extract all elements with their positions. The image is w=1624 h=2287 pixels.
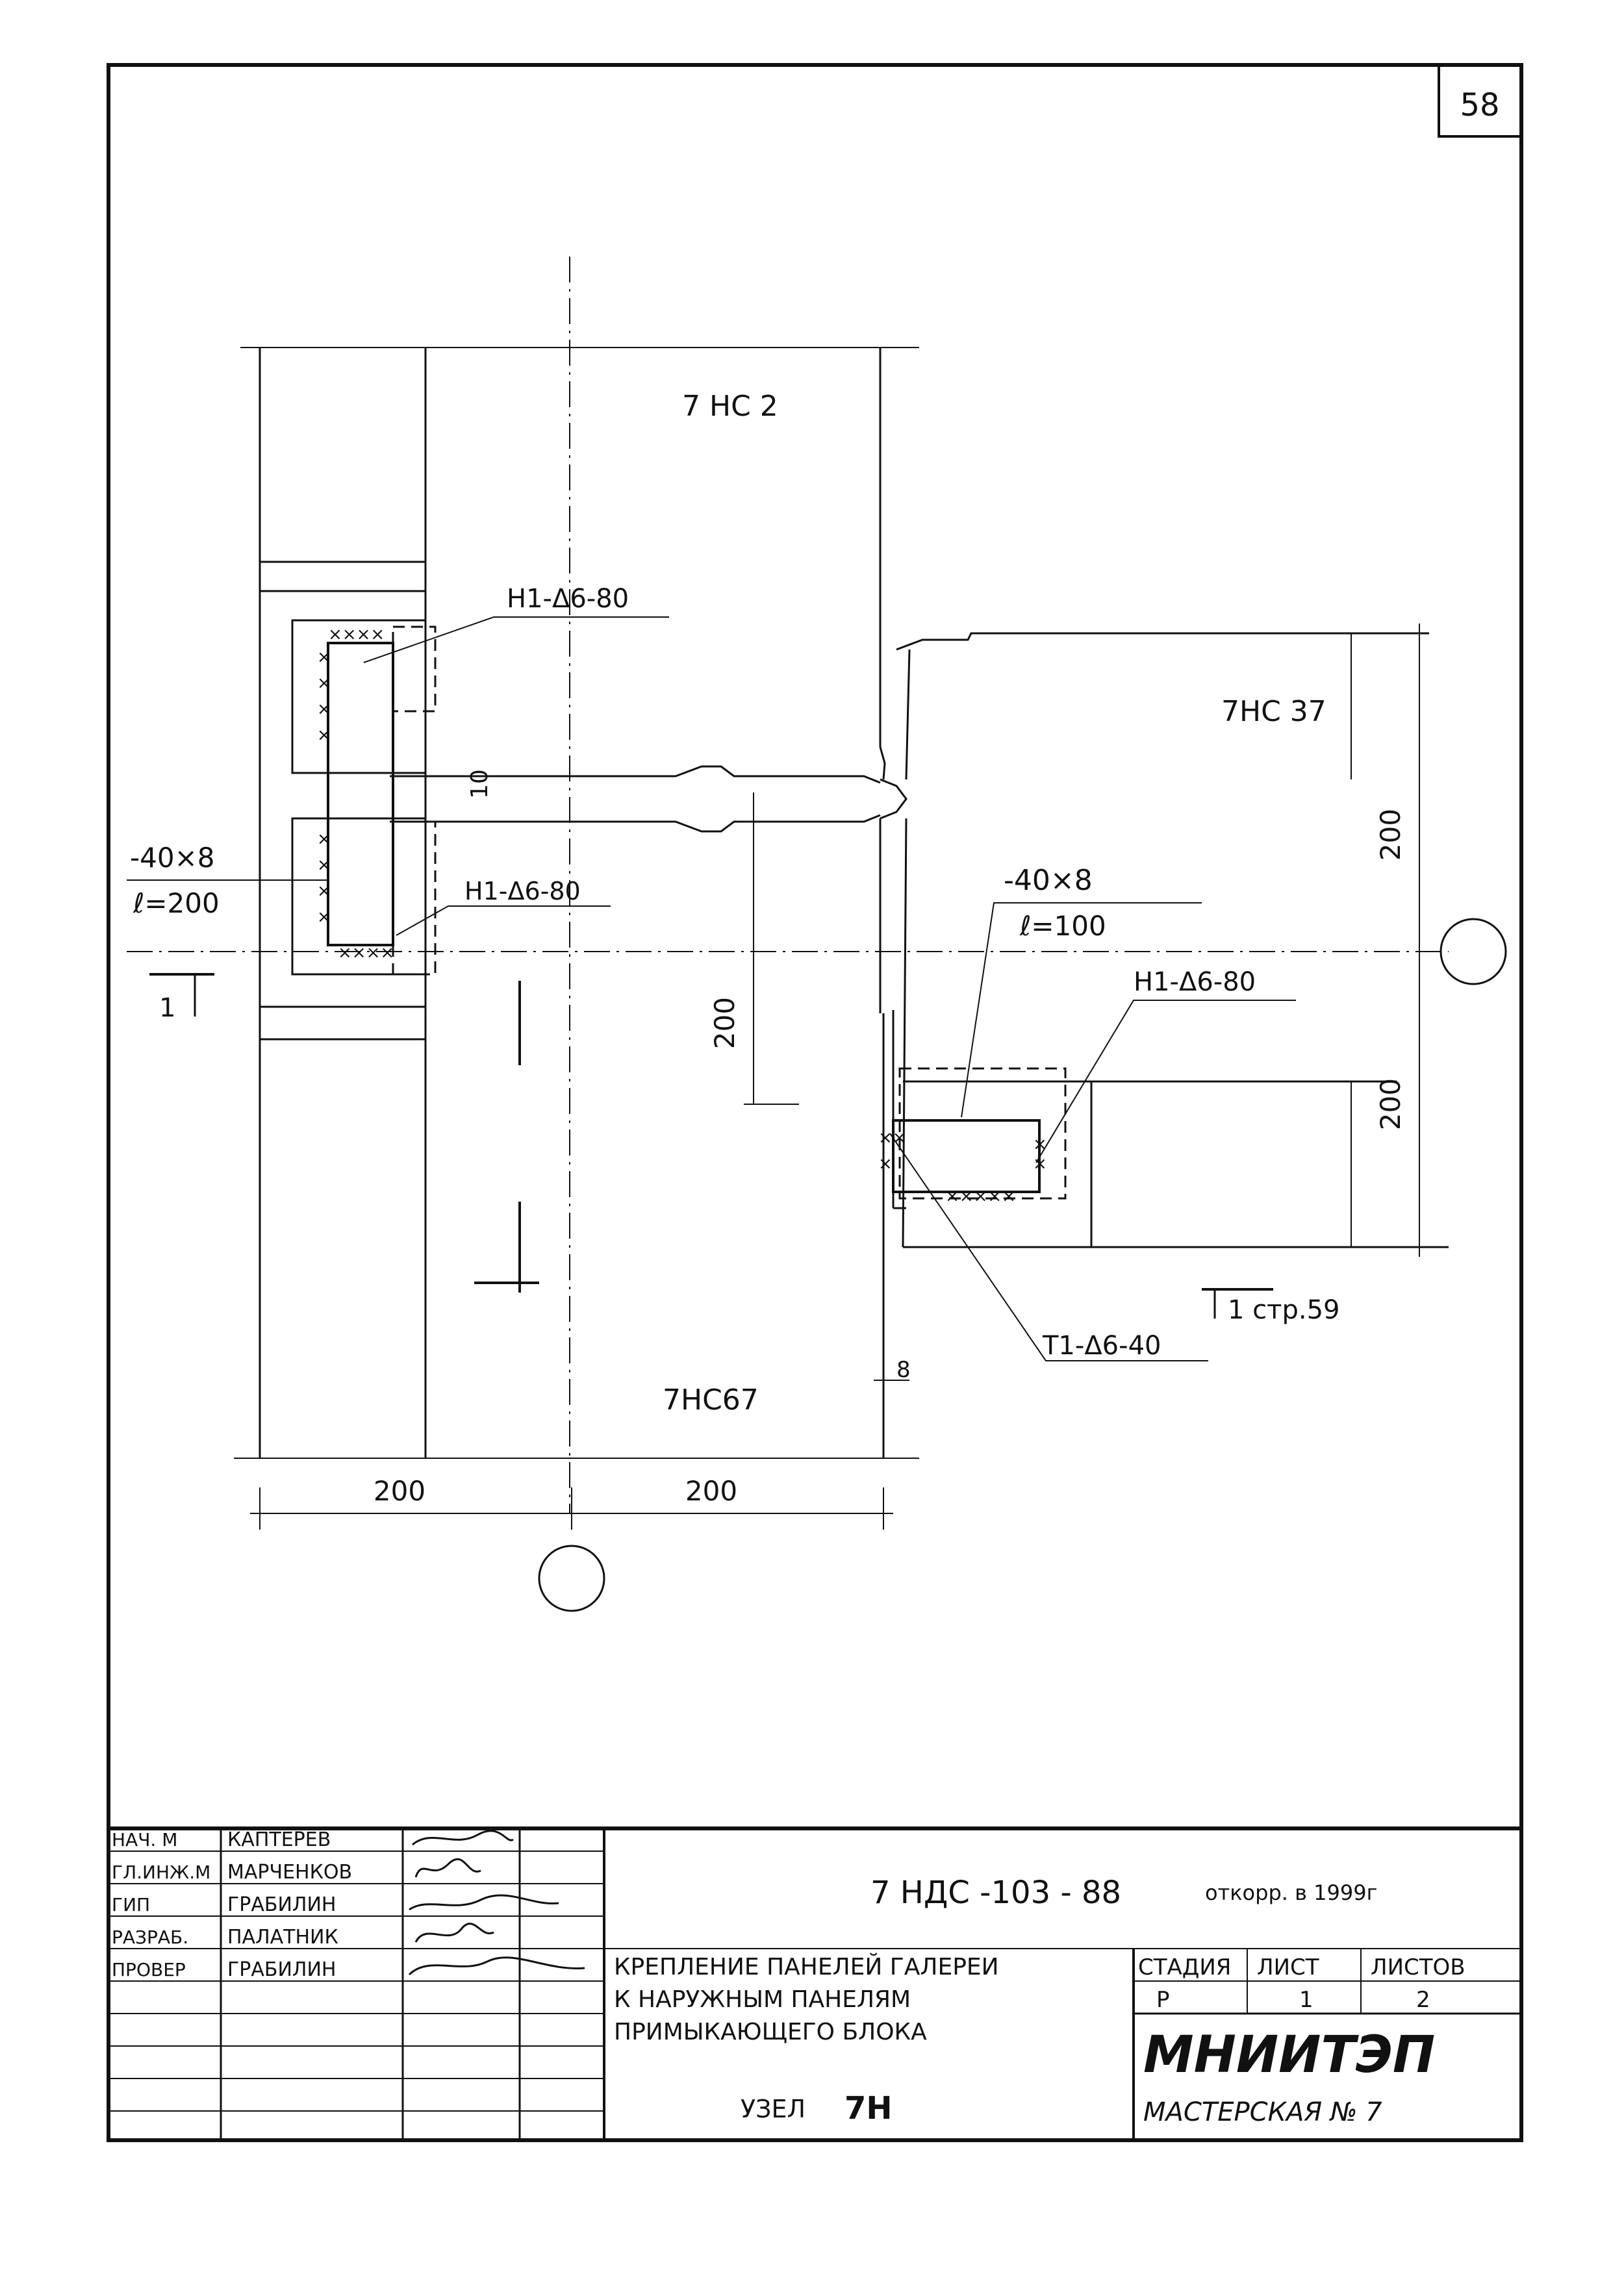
weld-marks: ×××× ×××× ×××× ×××× ××× ×× ××××× [317,625,1047,1206]
role-5: ПРОВЕР [112,1959,186,1980]
svg-text:××××: ×××× [338,943,394,963]
name-2: МАРЧЕНКОВ [227,1861,352,1884]
sheet-value: 1 [1299,1987,1313,2013]
plate-left [327,642,394,946]
panel-7hc37: 7НС 37 [892,632,1449,1248]
stage-value: Р [1156,1987,1170,2013]
axis-bubble-bottom [538,1545,605,1612]
panel-7hc67: 7НС67 [663,818,885,1458]
node-label: УЗЕЛ [741,2095,806,2123]
svg-text:×××××: ××××× [945,1187,1016,1206]
callout-h1-right: Н1-Δ6-80 [1134,967,1256,997]
callouts: Н1-Δ6-80 Н1-Δ6-80 -40×8 ℓ=200 -40×8 ℓ=10… [127,584,1339,1361]
svg-text:×: × [317,700,331,719]
sheet-number-box: 58 [1438,64,1523,138]
org-name: МНИИТЭП [1143,2026,1435,2084]
panel-label-bottom: 7НС67 [663,1384,759,1417]
sheet-header: ЛИСТ [1257,1954,1319,1980]
svg-text:×: × [317,881,331,901]
role-3: ГИП [112,1894,150,1915]
doc-note: откорр. в 1999г [1205,1880,1377,1905]
role-2: ГЛ.ИНЖ.М [112,1862,210,1883]
sheets-header: ЛИСТОВ [1371,1954,1465,1980]
svg-text:×: × [317,829,331,849]
gallery-joint: 10 [390,765,907,833]
section-cut-marks [474,981,539,1293]
signatures [408,1830,585,1976]
gap-label: 10 [466,769,493,799]
svg-text:×: × [317,726,331,745]
title-line-1: КРЕПЛЕНИЕ ПАНЕЛЕЙ ГАЛЕРЕИ [614,1953,999,1980]
sheet-frame [107,63,1523,2142]
dim-right-lower: 200 [1375,1078,1406,1130]
axis-bubble-right [1440,918,1507,985]
title-line-3: ПРИМЫКАЮЩЕГО БЛОКА [614,2019,927,2045]
svg-text:×: × [317,674,331,693]
panel-7hc2: 7 НС 2 [682,347,886,780]
svg-text:×: × [1033,1154,1047,1174]
section-mark-left: 1 [159,993,175,1023]
workshop: МАСТЕРСКАЯ № 7 [1143,2097,1382,2127]
stage-header: СТАДИЯ [1138,1954,1231,1980]
sheets-value: 2 [1416,1987,1430,2013]
plate-right-length: ℓ=100 [1019,910,1106,942]
name-4: ПАЛАТНИК [227,1926,338,1949]
axis-lines [127,257,1507,1612]
sheet-number: 58 [1460,87,1499,123]
dim-bottom-right: 200 [685,1475,737,1507]
role-4: РАЗРАБ. [112,1927,188,1948]
embedded-parts-dashed [392,625,1067,1200]
dim-gap-small: 8 [896,1357,911,1383]
name-3: ГРАБИЛИН [227,1893,336,1916]
dim-bottom-left: 200 [374,1475,425,1507]
callout-t1: Т1-Δ6-40 [1042,1331,1161,1361]
role-1: НАЧ. М [112,1829,177,1851]
plate-left-size: -40×8 [130,842,215,874]
dimension-lines: 200 200 200 200 200 8 [250,624,1429,1530]
svg-text:×: × [1033,1135,1047,1154]
section-mark-right: 1 стр.59 [1228,1295,1339,1325]
panel-label-top: 7 НС 2 [682,390,778,423]
title-block: НАЧ. М ГЛ.ИНЖ.М ГИП РАЗРАБ. ПРОВЕР КАПТЕ… [108,1828,1521,2140]
svg-text:××××: ×××× [328,625,385,644]
svg-text:×: × [317,648,331,667]
panel-label-right: 7НС 37 [1221,695,1326,728]
plate-right-size: -40×8 [1004,864,1093,897]
plate-right [892,1119,1041,1193]
callout-h1-mid: Н1-Δ6-80 [464,877,581,905]
name-5: ГРАБИЛИН [227,1958,336,1981]
doc-code: 7 НДС -103 - 88 [870,1875,1121,1911]
title-line-2: К НАРУЖНЫМ ПАНЕЛЯМ [614,1986,911,2013]
name-1: КАПТЕРЕВ [227,1828,331,1851]
svg-text:×: × [317,855,331,875]
plate-left-length: ℓ=200 [133,887,220,919]
callout-h1-top: Н1-Δ6-80 [507,584,629,614]
svg-text:×: × [317,907,331,927]
dim-right-upper: 200 [1375,809,1406,861]
svg-text:×: × [878,1154,893,1174]
left-wall-panel [234,347,919,1459]
node-value: 7Н [844,2090,893,2127]
dim-mid-vertical: 200 [709,997,741,1049]
